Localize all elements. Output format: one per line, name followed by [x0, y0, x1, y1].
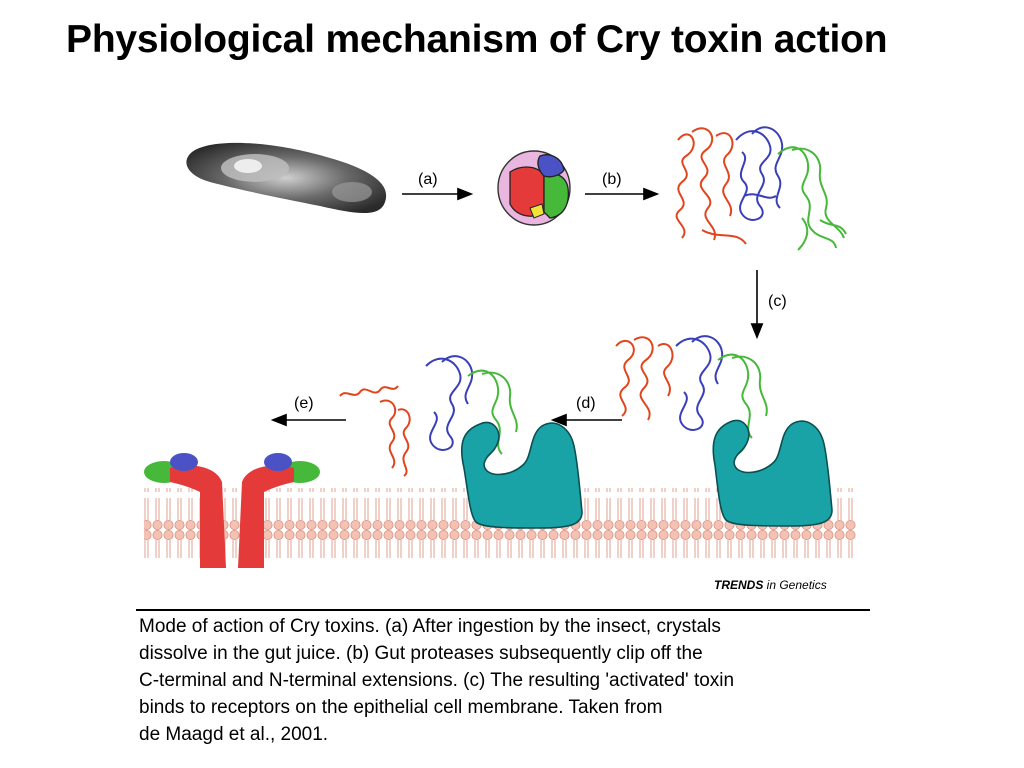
cry-toxin-figure: (a) (b) (c) (d [130, 110, 890, 610]
figure-caption: Mode of action of Cry toxins. (a) After … [139, 613, 879, 748]
step-c-label: (c) [768, 293, 787, 310]
protoxin-structure [675, 126, 847, 251]
receptor-middle [460, 421, 583, 529]
bacterium-image [186, 142, 387, 213]
step-a-label: (a) [418, 171, 438, 188]
crystal-icon [497, 150, 571, 226]
caption-line: binds to receptors on the epithelial cel… [139, 697, 663, 718]
caption-line: dissolve in the gut juice. (b) Gut prote… [139, 643, 703, 664]
figure-credit: TRENDS in Genetics [714, 578, 827, 592]
receptor-right [712, 419, 833, 527]
step-e-label: (e) [294, 395, 314, 412]
step-b-label: (b) [602, 171, 622, 188]
caption-line: de Maagd et al., 2001. [139, 724, 329, 745]
caption-divider [136, 609, 870, 611]
credit-rest: in Genetics [763, 578, 827, 592]
caption-line: C-terminal and N-terminal extensions. (c… [139, 670, 735, 691]
mechanism-diagram: (a) (b) (c) (d [144, 126, 856, 568]
membrane-pore [144, 453, 320, 568]
inserting-toxin [339, 355, 518, 477]
credit-journal: TRENDS [714, 578, 764, 592]
caption-line: Mode of action of Cry toxins. (a) After … [139, 616, 721, 637]
step-d-label: (d) [576, 395, 596, 412]
slide-title: Physiological mechanism of Cry toxin act… [66, 18, 888, 61]
